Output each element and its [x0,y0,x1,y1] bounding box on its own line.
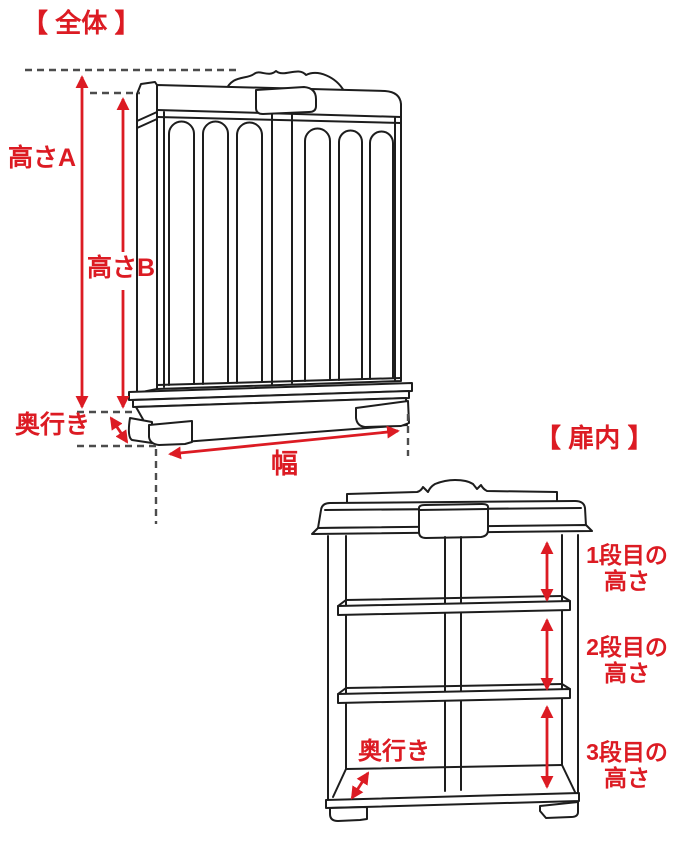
closed-cabinet-side-panel [136,81,158,394]
width-arrow [168,425,400,460]
shelf1-height-label-line1: 1段目の [586,542,668,568]
inside-dimension-arrows [350,541,554,800]
open-cabinet-foot [539,801,579,819]
overall-reference-lines [25,68,410,524]
shelf3-height-label-line1: 3段目の [586,739,668,765]
open-cabinet-floor-back [345,764,563,770]
open-cabinet-shelf2-back [345,683,563,689]
height-a-label: 高さA [8,144,77,172]
open-cabinet-lock-box [418,503,489,539]
inside-depth-label: 奥行き [358,738,430,765]
open-cabinet-drawing [311,479,593,822]
shelf1-height-label-line2: 高さ [604,568,650,594]
width-label: 幅 [271,449,298,479]
inside-section-title: 【 扉内 】 [535,423,654,453]
shelf2-height-label-line1: 2段目の [586,634,668,660]
inside-depth-arrow [350,771,370,800]
shelf2-height-label-line2: 高さ [604,660,650,686]
open-cabinet-shelf2-edge [337,688,571,704]
closed-cabinet-bottom-rail [156,377,402,386]
closed-cabinet-foot [148,420,193,446]
overall-section-title: 【 全体 】 [22,8,141,38]
closed-cabinet-base-molding [132,390,410,408]
closed-cabinet-center-cap [255,86,317,115]
overall-dimension-arrows [75,75,400,460]
open-cabinet-base-rail [325,792,580,809]
closed-cabinet-drawing [127,70,413,446]
open-cabinet-shelf1-back [345,595,563,601]
open-cabinet-lock-box-line [418,508,489,511]
closed-cabinet-side-band [136,111,158,122]
shelf3-height-label: 3段目の 高さ [572,739,682,791]
depth-arrow [109,416,129,444]
open-cabinet-shelf1-edge [337,600,571,616]
open-cabinet-crest [346,479,558,505]
open-cabinet-floor-right [561,764,576,793]
open-cabinet-floor-left [332,768,347,798]
overall-depth-label: 奥行き [15,411,91,439]
shelf2-height-label: 2段目の 高さ [572,634,682,686]
closed-cabinet-foot [355,400,410,428]
closed-cabinet-top-rail [156,116,402,124]
shelf1-height-label: 1段目の 高さ [572,542,682,594]
closed-cabinet-foot [127,417,153,444]
shelf3-height-label-line2: 高さ [604,765,650,791]
open-cabinet-foot [329,806,368,822]
closed-cabinet-side-band [136,118,158,129]
closed-cabinet-door-arches [168,120,394,386]
height-b-label: 高さB [87,254,156,282]
